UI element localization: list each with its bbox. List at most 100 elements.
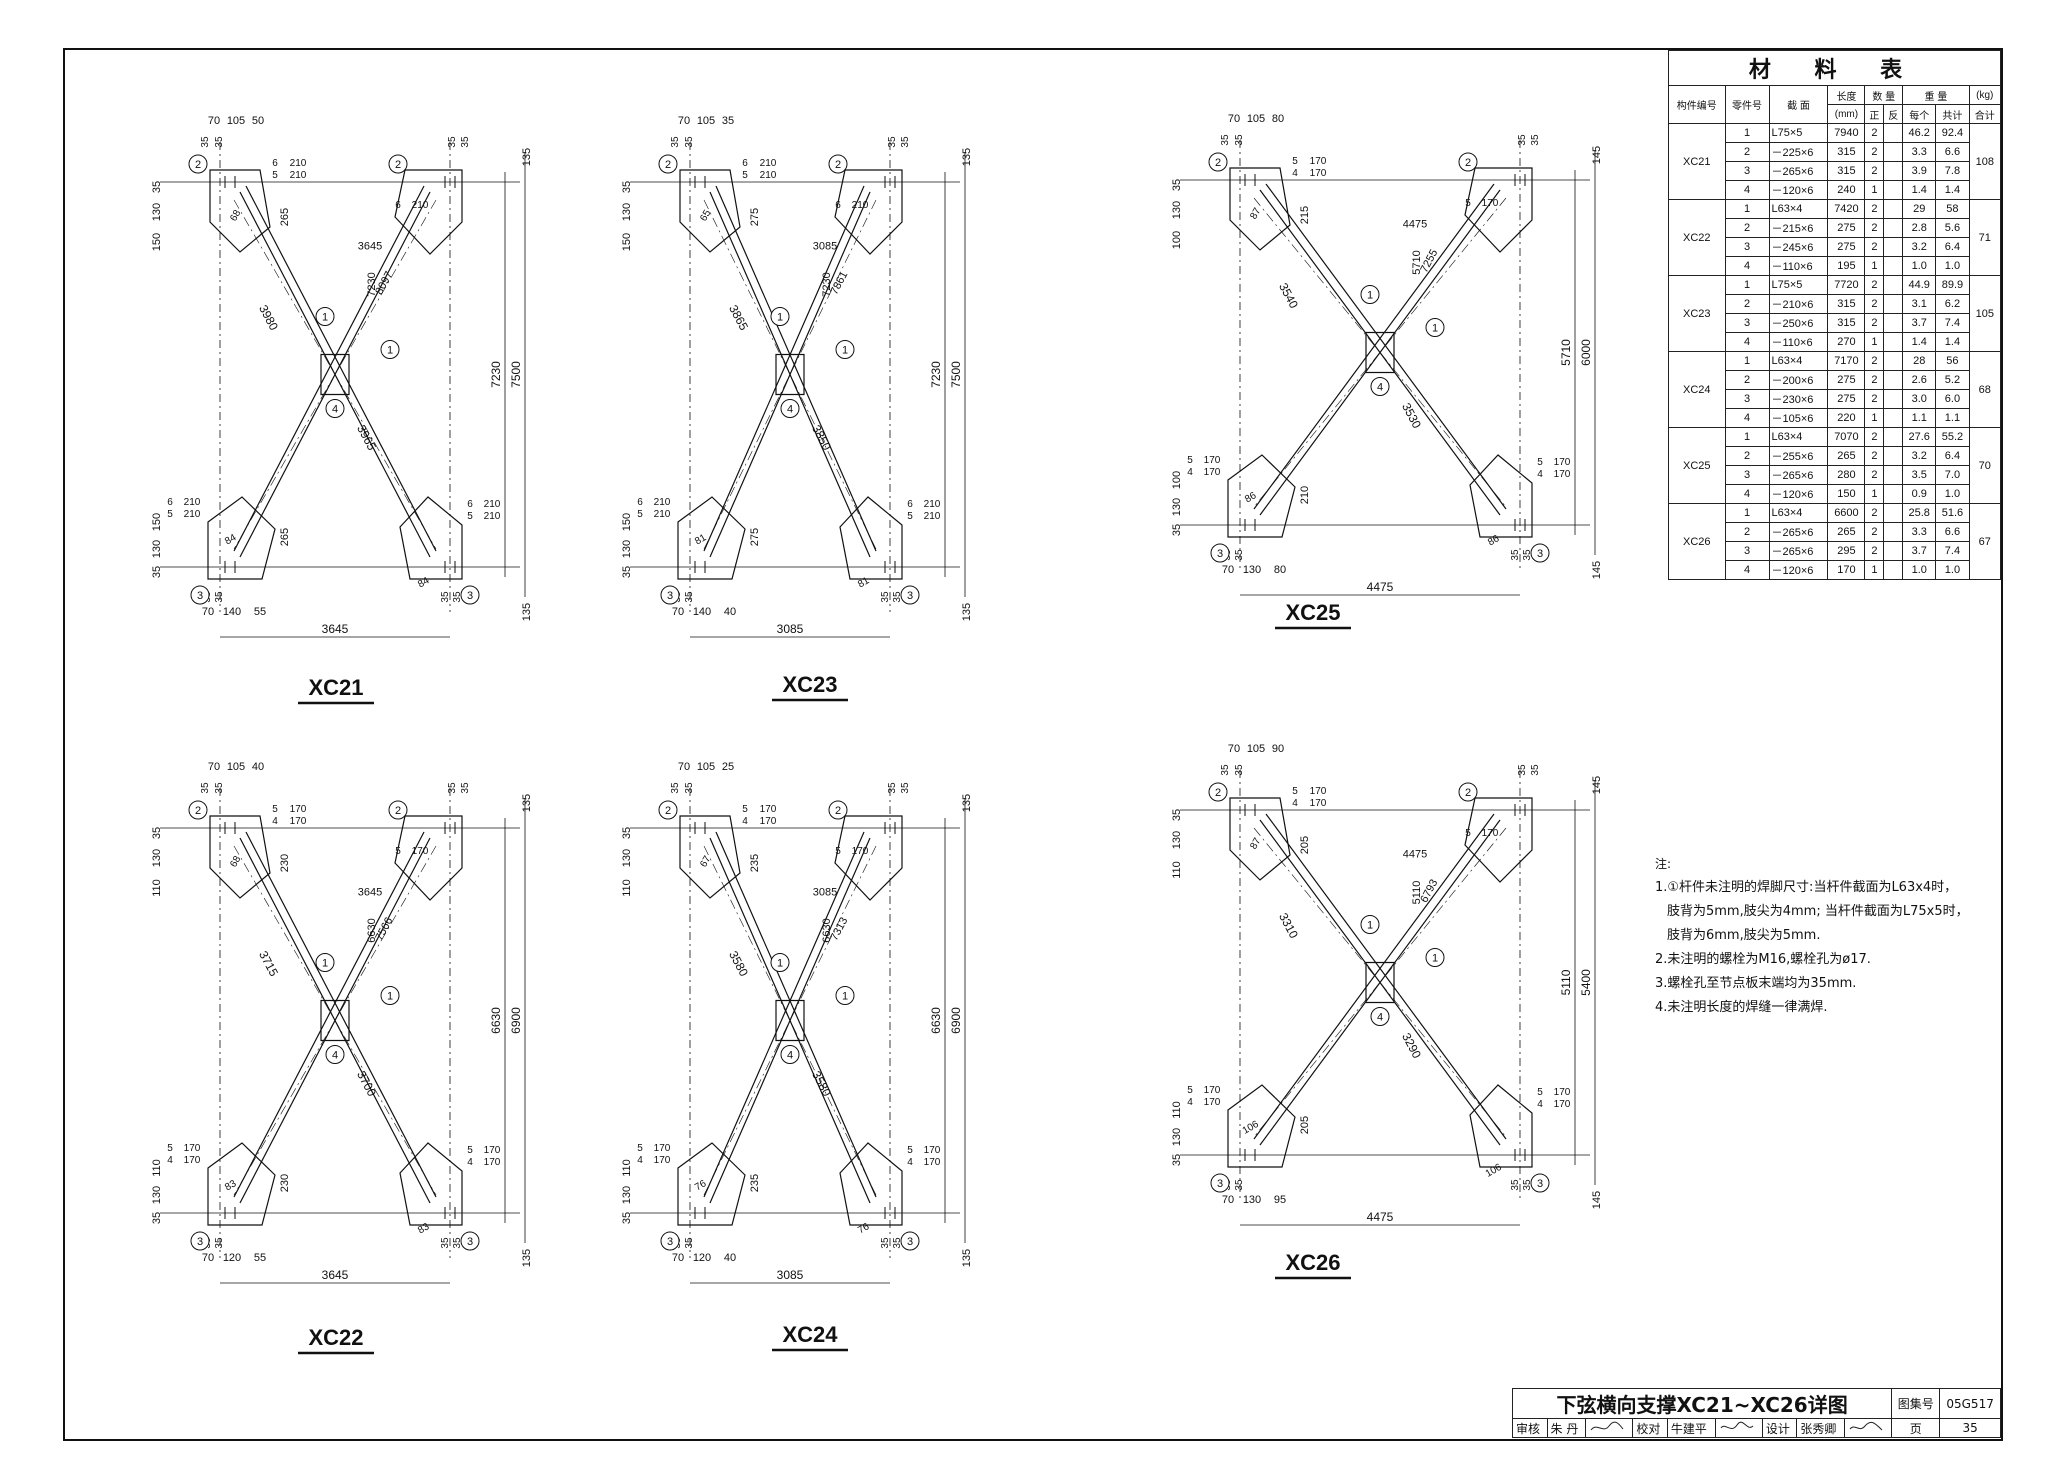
gusset-plate	[399, 496, 463, 580]
part-callout-circle	[1370, 1007, 1390, 1026]
dimension-label: 170	[1310, 786, 1327, 797]
dimension-label: 150	[151, 513, 163, 531]
dimension-label: 3085	[813, 241, 837, 253]
dimension-label: 70	[202, 606, 214, 618]
dimension-label: 4	[1187, 1097, 1193, 1108]
dimension-label: 6900	[509, 1007, 523, 1034]
table-cell	[1883, 389, 1904, 409]
table-cell: 315	[1827, 313, 1866, 333]
part-callout-label: 1	[1432, 953, 1438, 965]
part-callout-label: 2	[1465, 787, 1471, 799]
part-callout-label: 1	[1367, 290, 1373, 302]
gusset-plate	[679, 169, 741, 253]
table-cell: 71	[1968, 199, 2002, 276]
dimension-label: 5	[742, 170, 748, 181]
dimension-label: 6630	[366, 918, 378, 942]
dimension-label: 35	[880, 1237, 891, 1249]
table-cell	[1883, 237, 1904, 257]
gusset-plate	[775, 999, 805, 1042]
dimension-label: 35	[880, 591, 891, 603]
part-callout-circle	[660, 585, 680, 605]
part-callout-label: 2	[835, 159, 841, 171]
table-cell	[1883, 522, 1904, 542]
table-cell: 275	[1827, 389, 1866, 409]
drawing-frame	[63, 48, 2003, 1441]
dimension-label: 170	[654, 1143, 671, 1154]
part-callout-circle	[658, 154, 678, 174]
drawing-line	[1253, 197, 1507, 508]
part-callout-circle	[188, 800, 208, 820]
dimension-label: 35	[440, 591, 451, 603]
gusset-plate	[679, 815, 741, 899]
part-callout-circle	[660, 1231, 680, 1251]
dimension-label: 170	[924, 1145, 941, 1156]
part-callout-label: 1	[777, 312, 783, 324]
col-part: 零件号	[1724, 85, 1770, 124]
drawing-line	[1265, 183, 1507, 510]
drawing-line	[1259, 189, 1501, 516]
dimension-label: 70	[208, 115, 220, 127]
dimension-label: 130	[1243, 564, 1261, 576]
part-callout-circle	[325, 1045, 345, 1064]
gusset-plate	[1464, 167, 1533, 253]
part-callout-circle	[1360, 285, 1380, 304]
table-cell: 2	[1864, 427, 1885, 447]
dimension-label: 170	[1204, 467, 1221, 478]
table-cell: L75×5	[1768, 275, 1829, 295]
dimension-label: 210	[184, 509, 201, 520]
table-cell	[1883, 503, 1904, 523]
table-cell: 3.5	[1902, 465, 1937, 485]
table-cell	[1883, 275, 1904, 295]
dimension-label: 70	[1222, 564, 1234, 576]
table-cell: 2	[1864, 218, 1885, 238]
table-cell: XC25	[1668, 427, 1726, 504]
dimension-label: 35	[887, 136, 898, 148]
table-cell: XC26	[1668, 503, 1726, 580]
diagram-title: XC21	[308, 675, 363, 700]
table-cell: 6.0	[1935, 389, 1970, 409]
dimension-label: 35	[1171, 179, 1183, 191]
table-cell: 1.0	[1902, 560, 1937, 580]
dimension-label: 210	[412, 200, 429, 211]
part-callout-label: 2	[665, 159, 671, 171]
dimension-label: 35	[214, 782, 225, 794]
part-callout-circle	[380, 986, 400, 1005]
gusset-plate	[394, 169, 463, 255]
dimension-label: 35	[151, 566, 163, 578]
table-cell: －225×6	[1768, 142, 1829, 162]
title-block: 下弦横向支撑XC21~XC26详图 图集号 05G517 审核 朱 丹 校对 牛…	[1511, 1388, 2001, 1439]
table-cell: 2	[1724, 370, 1770, 390]
dimension-label: 170	[290, 804, 307, 815]
dimension-label: 3085	[813, 887, 837, 899]
dimension-label: 86	[1243, 490, 1259, 505]
col-member: 构件编号	[1668, 85, 1726, 124]
table-cell: 7.0	[1935, 465, 1970, 485]
drawing-line	[1265, 813, 1507, 1140]
table-cell: 2	[1864, 237, 1885, 257]
part-callout-label: 3	[467, 590, 473, 602]
table-cell: 105	[1968, 275, 2002, 352]
part-callout-circle	[315, 953, 335, 972]
table-cell: 1.0	[1935, 484, 1970, 504]
dimension-label: 5110	[1559, 969, 1573, 995]
table-cell: 265	[1827, 522, 1866, 542]
part-callout-label: 3	[1217, 1178, 1223, 1190]
diagram-title: XC23	[782, 672, 837, 697]
table-cell: －110×6	[1768, 256, 1829, 276]
dimension-label: 70	[1228, 113, 1240, 125]
dimension-label: 170	[184, 1143, 201, 1154]
table-cell: 56	[1935, 351, 1970, 371]
material-table-title: 材 料 表	[1668, 50, 2001, 86]
table-cell: 2	[1864, 370, 1885, 390]
table-cell: －265×6	[1768, 541, 1829, 561]
dimension-label: 170	[484, 1157, 501, 1168]
dimension-label: 145	[1591, 561, 1603, 579]
table-cell: 7720	[1827, 275, 1866, 295]
table-cell: 1	[1864, 408, 1885, 428]
table-cell: 1	[1724, 503, 1770, 523]
table-cell: 275	[1827, 370, 1866, 390]
table-cell: 2	[1864, 142, 1885, 162]
dimension-label: 3700	[354, 1069, 379, 1099]
